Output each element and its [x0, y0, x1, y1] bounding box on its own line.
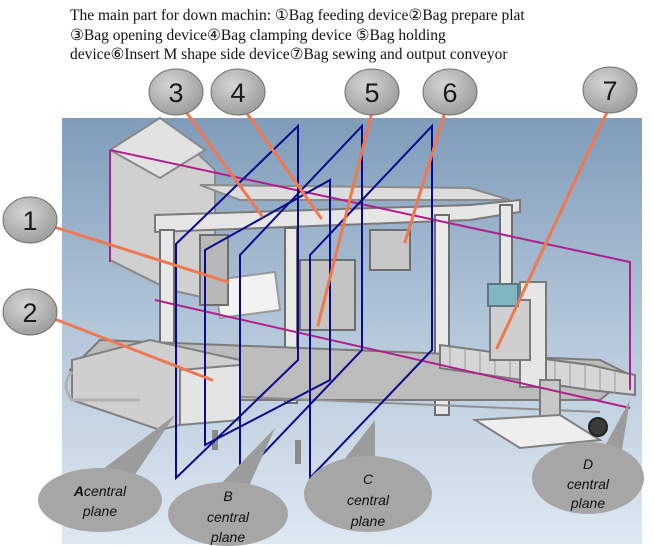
- callout-5-label: 5: [364, 78, 379, 108]
- leader-lines: [46, 108, 610, 382]
- caption-line-1: The main part for down machin: ①Bag feed…: [70, 7, 525, 24]
- plane-c-central: central: [347, 492, 390, 508]
- callout-6: 6: [422, 68, 478, 116]
- plane-c-bubble: C central plane: [304, 420, 432, 532]
- plane-d-bubble: D central plane: [532, 400, 644, 514]
- plane-a-plane-word: plane: [82, 503, 117, 519]
- callout-3-label: 3: [168, 78, 183, 108]
- callout-2-label: 2: [22, 298, 37, 328]
- caption-line-2: ③Bag opening device④Bag clamping device …: [70, 26, 446, 44]
- plane-c-frame: [309, 123, 433, 481]
- callout-7-label: 7: [602, 76, 617, 106]
- plane-c-letter: C: [363, 471, 374, 487]
- plane-b-letter: B: [223, 488, 232, 504]
- callout-4-label: 4: [230, 78, 245, 108]
- caption: The main part for down machin: ①Bag feed…: [70, 6, 650, 65]
- machine-frame: [64, 116, 636, 464]
- plane-c-plane-word: plane: [350, 513, 385, 529]
- plane-d-central: central: [567, 476, 610, 492]
- callout-5: 5: [344, 68, 400, 116]
- plane-a-bubble: Acentral plane: [38, 415, 175, 532]
- callout-2: 2: [2, 288, 58, 336]
- callout-7: 7: [582, 66, 638, 114]
- central-planes: [175, 123, 433, 481]
- plane-a-frame: [175, 123, 299, 481]
- plane-b-frame: [239, 123, 363, 481]
- plane-d-frame: [204, 178, 331, 447]
- callout-1: 1: [2, 196, 58, 244]
- callout-3: 3: [148, 68, 204, 116]
- plane-b-plane-word: plane: [210, 529, 245, 545]
- callout-6-label: 6: [442, 78, 457, 108]
- plane-b-bubble: B central plane: [168, 428, 288, 546]
- callout-4: 4: [210, 68, 266, 116]
- plane-a-title: Acentral: [73, 483, 127, 499]
- caption-line-3: device⑥Insert M shape side device⑦Bag se…: [70, 46, 508, 63]
- plane-b-central: central: [207, 509, 250, 525]
- callout-1-label: 1: [22, 206, 37, 236]
- plane-d-plane-word: plane: [570, 495, 605, 511]
- plane-d-letter: D: [583, 456, 593, 472]
